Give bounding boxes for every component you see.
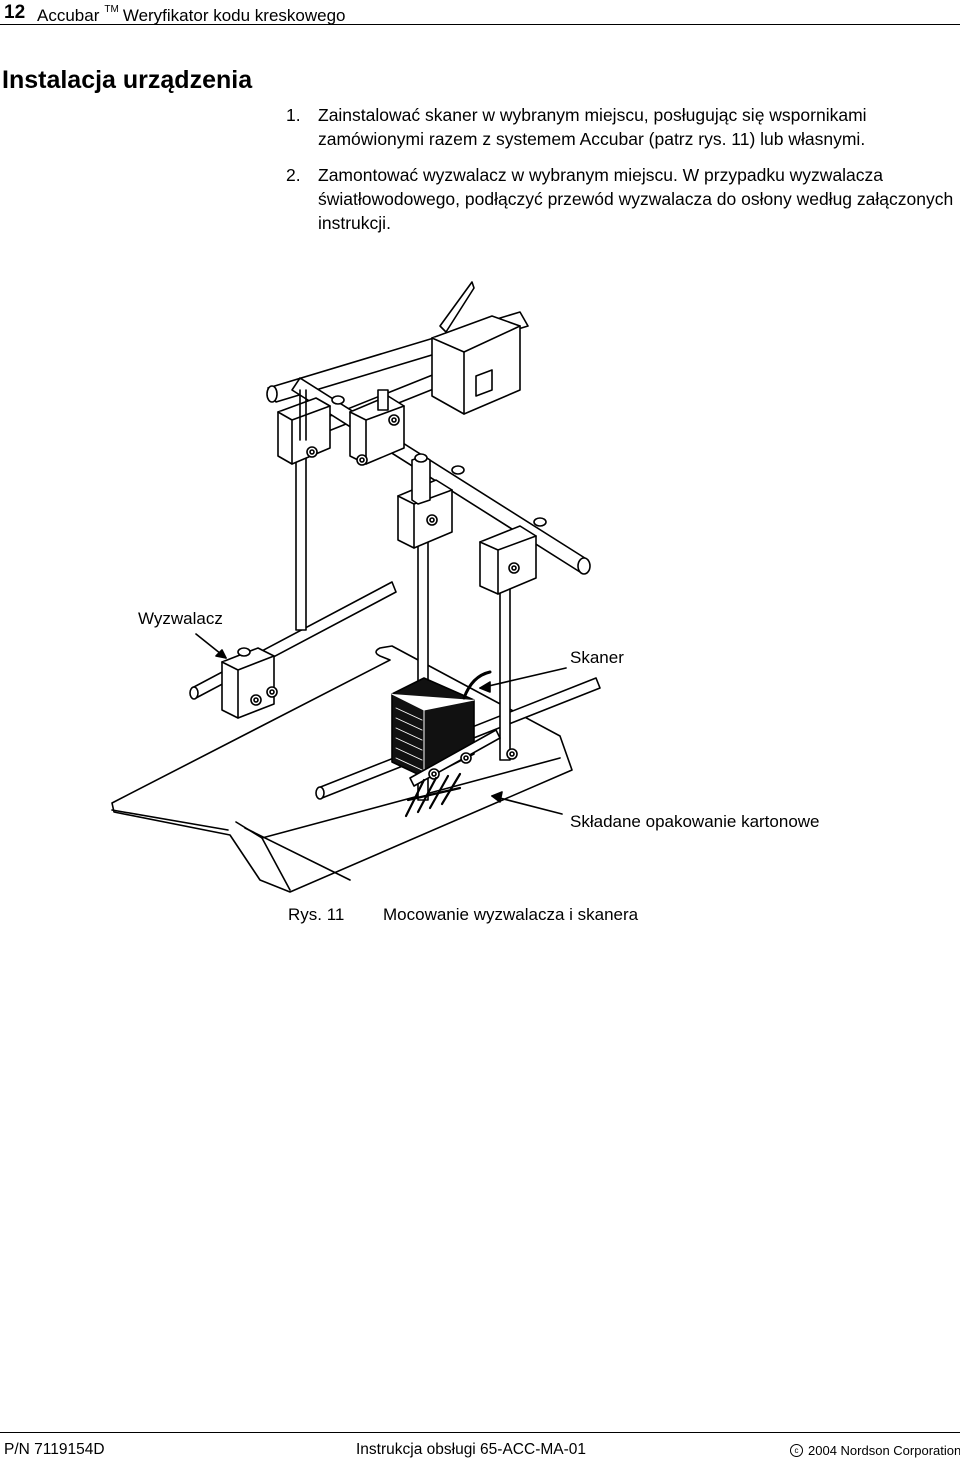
footer-part-number: P/N 7119154D [4, 1441, 105, 1458]
step-number: 2. [286, 165, 301, 185]
step-list: 1. Zainstalować skaner w wybranym miejsc… [286, 103, 956, 235]
page-number: 12 [4, 2, 26, 23]
mounting-illustration [111, 281, 601, 893]
label-carton: Składane opakowanie kartonowe [570, 812, 820, 831]
figure-caption-number: Rys. 11 [288, 905, 345, 924]
product-name: Accubar [37, 6, 100, 25]
footer-copyright: c 2004 Nordson Corporation [790, 1443, 960, 1458]
figure-mounting-diagram [0, 260, 960, 940]
section-title: Instalacja urządzenia [2, 66, 253, 94]
step-item: 2. Zamontować wyzwalacz w wybranym miejs… [286, 163, 956, 235]
label-scanner: Skaner [570, 648, 624, 667]
figure-caption-text: Mocowanie wyzwalacza i skanera [383, 905, 639, 924]
footer-rule [0, 1432, 960, 1433]
copyright-icon: c [790, 1444, 803, 1458]
step-text: Zainstalować skaner w wybranym miejscu, … [318, 105, 867, 149]
footer-copyright-text: 2004 Nordson Corporation [808, 1443, 960, 1458]
step-text: Zamontować wyzwalacz w wybranym miejscu.… [318, 165, 954, 233]
header-subtitle: Weryfikator kodu kreskowego [122, 6, 346, 25]
trademark-mark: TM [104, 4, 119, 15]
step-number: 1. [286, 105, 301, 125]
header-rule [0, 24, 960, 25]
label-trigger: Wyzwalacz [138, 609, 223, 628]
footer-manual: Instrukcja obsługi 65-ACC-MA-01 [356, 1441, 587, 1458]
step-item: 1. Zainstalować skaner w wybranym miejsc… [286, 103, 956, 151]
